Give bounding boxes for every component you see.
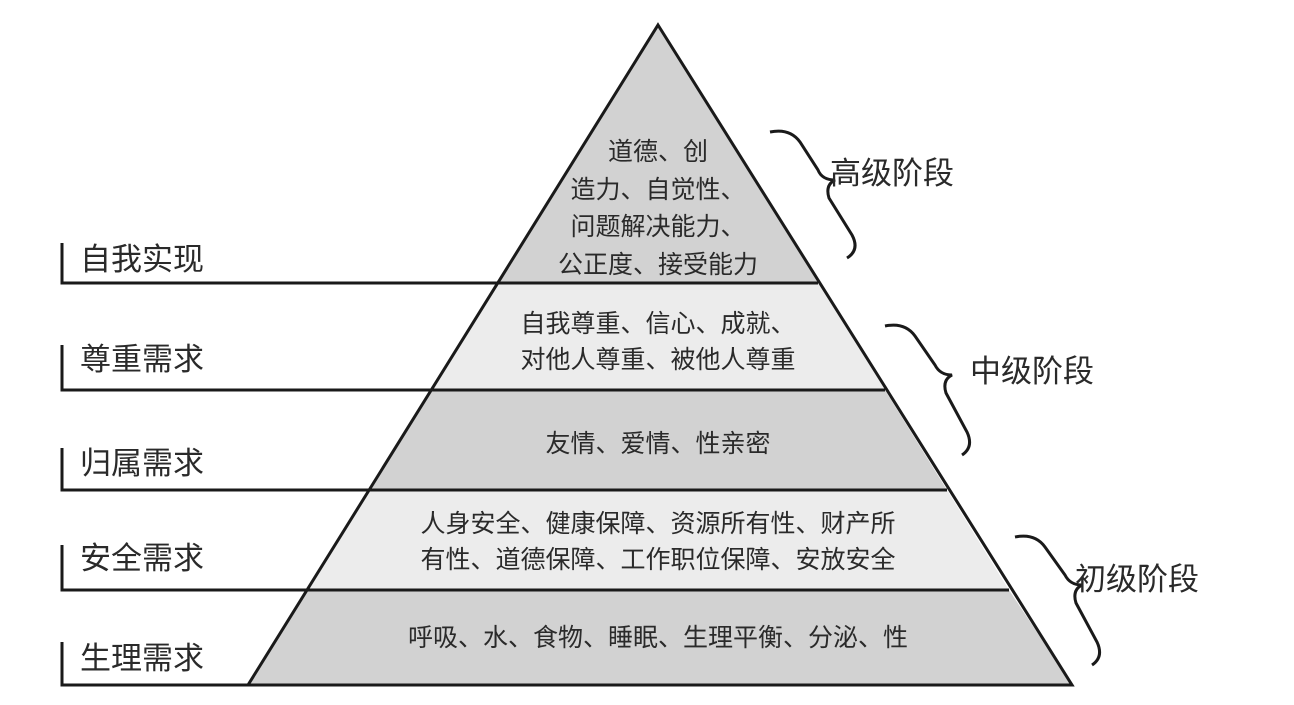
band-safety: [307, 490, 1009, 590]
level-label-belonging: 归属需求: [80, 446, 204, 482]
band-belonging: [369, 390, 947, 490]
stage-label-mid: 中级阶段: [970, 354, 1094, 390]
band-physiological: [248, 590, 1072, 685]
band-text: 问题解决能力、: [570, 212, 745, 241]
brace-high-stage: [769, 129, 857, 260]
band-text: 自我尊重、信心、成就、: [520, 309, 795, 338]
band-text: 呼吸、水、食物、睡眠、生理平衡、分泌、性: [408, 623, 908, 652]
level-label-physiological: 生理需求: [80, 641, 204, 677]
band-text: 友情、爱情、性亲密: [545, 429, 770, 458]
pyramid-outline: [245, 22, 1075, 687]
band-self-actualization: [498, 25, 818, 283]
band-text: 造力、自觉性、: [570, 175, 745, 204]
leader-lines: [60, 243, 1009, 687]
stage-label-high: 高级阶段: [830, 156, 954, 192]
brace-low-stage: [1014, 534, 1102, 667]
brace-mid-stage: [884, 323, 972, 457]
band-text: 有性、道德保障、工作职位保障、安放安全: [420, 545, 895, 574]
level-label-esteem: 尊重需求: [80, 342, 204, 378]
band-text: 公正度、接受能力: [558, 250, 758, 279]
stage-label-low: 初级阶段: [1075, 562, 1199, 598]
band-text: 人身安全、健康保障、资源所有性、财产所: [420, 509, 895, 538]
band-text: 对他人尊重、被他人尊重: [520, 345, 795, 374]
band-esteem: [431, 283, 885, 390]
level-label-self-actualization: 自我实现: [80, 242, 204, 278]
band-text: 道德、创: [608, 137, 708, 166]
level-label-safety: 安全需求: [80, 541, 204, 577]
